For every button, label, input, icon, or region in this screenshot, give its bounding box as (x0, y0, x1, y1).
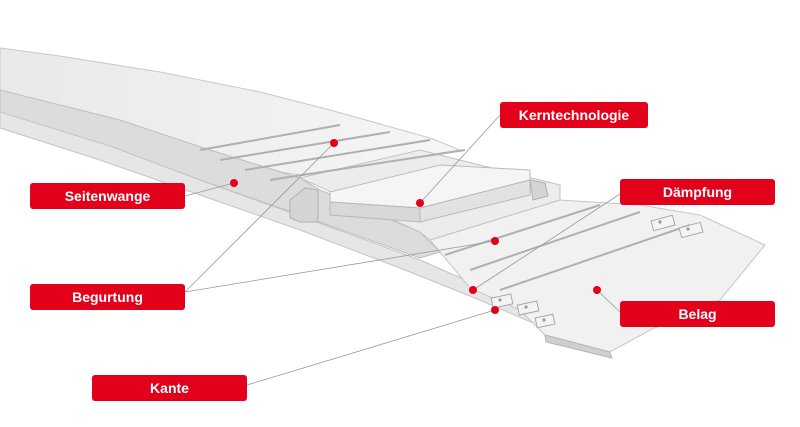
label-belag: Belag (620, 301, 775, 327)
core-block-side (419, 179, 531, 223)
label-kante: Kante (92, 375, 247, 401)
core-wall-left (289, 187, 319, 223)
marker-kante (491, 306, 499, 314)
marker-begurtung-mid (491, 237, 499, 245)
marker-begurtung-top (330, 139, 338, 147)
label-daempfung: Dämpfung (620, 179, 775, 205)
label-seitenwange: Seitenwange (30, 183, 185, 209)
edge-screw-holes (498, 220, 690, 322)
marker-seitenwange (230, 179, 238, 187)
leader-lines (184, 114, 621, 386)
core-wall-right (529, 179, 549, 201)
marker-belag (593, 286, 601, 294)
marker-daempfung (469, 286, 477, 294)
label-begurtung: Begurtung (30, 284, 185, 310)
marker-kerntechnologie (416, 199, 424, 207)
label-kerntechnologie: Kerntechnologie (500, 102, 648, 128)
marker-dots (230, 139, 601, 314)
base-layer-edge (544, 334, 613, 359)
groove-lines (199, 124, 691, 291)
